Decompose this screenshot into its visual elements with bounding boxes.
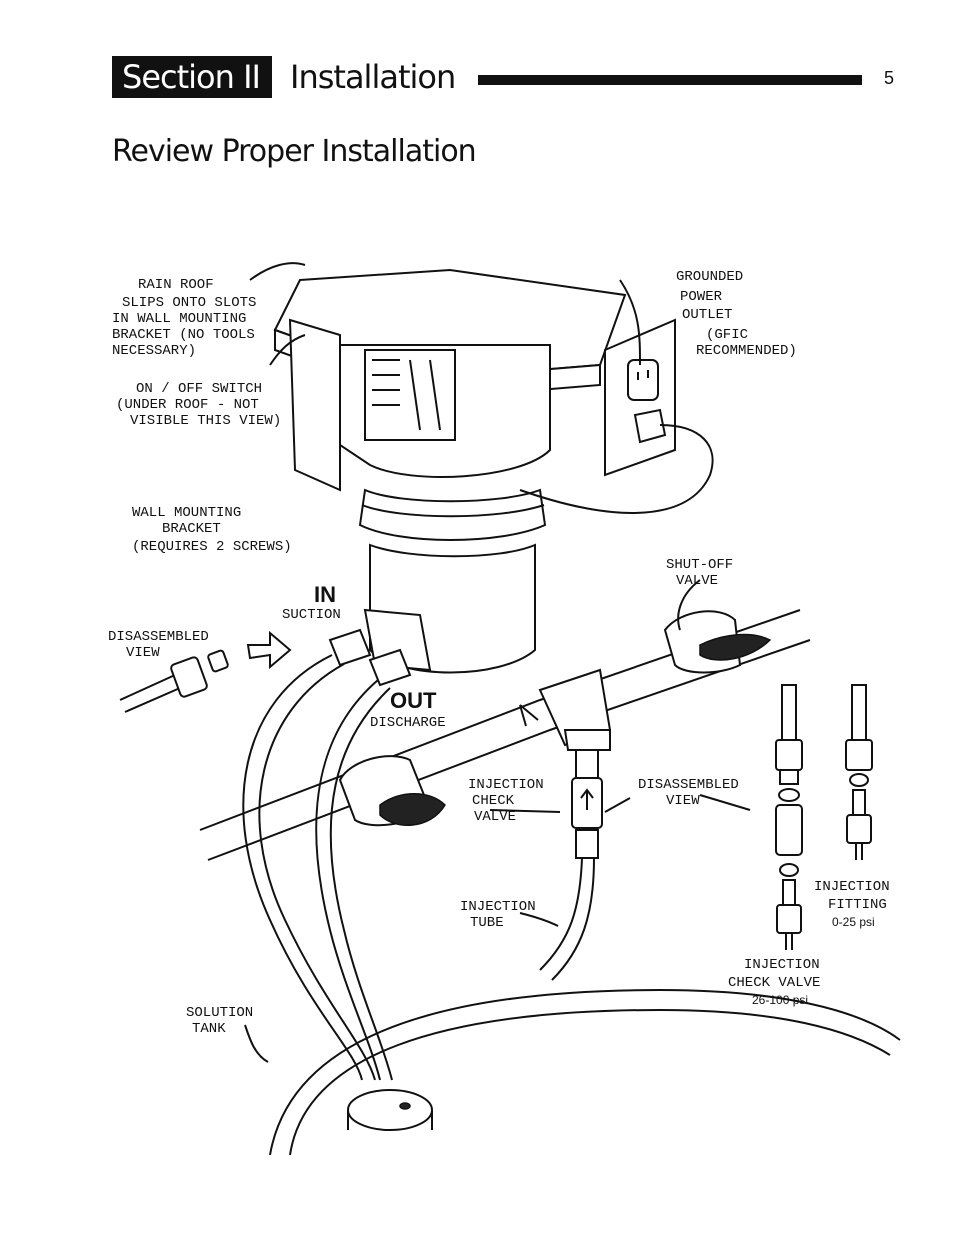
solution-tank [269, 988, 901, 1156]
label-injtube-2: TUBE [470, 915, 504, 931]
label-outlet-5: RECOMMENDED) [696, 343, 797, 359]
label-outlet-1: GROUNDED [676, 269, 743, 285]
callout-labels: RAIN ROOF SLIPS ONTO SLOTS IN WALL MOUNT… [108, 269, 890, 1037]
label-injtube-1: INJECTION [460, 899, 536, 915]
page-number: 5 [884, 68, 895, 88]
label-injcv-2: CHECK VALVE [728, 975, 820, 991]
tubes [242, 628, 412, 1081]
disassembled-view-right [775, 684, 873, 950]
label-shutoff-2: VALVE [676, 573, 718, 589]
label-bracket-2: BRACKET [162, 521, 221, 537]
label-injcheck-1: INJECTION [468, 777, 544, 793]
label-injfitting-psi: 0-25 psi [832, 915, 875, 929]
label-bracket-3: (REQUIRES 2 SCREWS) [132, 539, 292, 555]
section-title: Installation [290, 58, 456, 96]
label-suction: SUCTION [282, 607, 341, 623]
label-injcv-psi: 26-100 psi [752, 993, 808, 1007]
water-pipe [199, 609, 811, 861]
label-disassembled-1: DISASSEMBLED [108, 629, 209, 645]
label-rain-roof-1: SLIPS ONTO SLOTS [122, 295, 256, 311]
disassembled-fitting-left [119, 630, 292, 713]
label-outlet-3: OUTLET [682, 307, 732, 323]
label-rain-roof-title: RAIN ROOF [138, 277, 214, 293]
label-bracket-1: WALL MOUNTING [132, 505, 241, 521]
label-rain-roof-2: IN WALL MOUNTING [112, 311, 246, 327]
label-onoff-1: ON / OFF SWITCH [136, 381, 262, 397]
label-in: IN [314, 582, 336, 607]
header-rule [478, 75, 862, 85]
label-rain-roof-3: BRACKET (NO TOOLS [112, 327, 255, 343]
label-rain-roof-4: NECESSARY) [112, 343, 196, 359]
label-onoff-3: VISIBLE THIS VIEW) [130, 413, 281, 429]
installation-diagram: RAIN ROOF SLIPS ONTO SLOTS IN WALL MOUNT… [108, 262, 901, 1156]
section-header: Section II Installation 5 [112, 56, 902, 100]
label-shutoff-1: SHUT-OFF [666, 557, 733, 573]
label-outlet-4: (GFIC [706, 327, 748, 343]
label-tank-1: SOLUTION [186, 1005, 253, 1021]
injection-check-valve [539, 749, 603, 981]
label-onoff-2: (UNDER ROOF - NOT [116, 397, 259, 413]
label-discharge: DISCHARGE [370, 715, 446, 731]
label-injfitting-2: FITTING [828, 897, 887, 913]
label-out: OUT [390, 688, 437, 713]
page-title: Review Proper Installation [112, 134, 477, 169]
label-injcheck-3: VALVE [474, 809, 516, 825]
label-injcheck-2: CHECK [472, 793, 515, 809]
label-disassembled2-1: DISASSEMBLED [638, 777, 739, 793]
leader-lines [244, 262, 751, 1063]
label-disassembled2-2: VIEW [666, 793, 700, 809]
section-label: Section II [112, 56, 272, 98]
power-outlet [519, 318, 714, 514]
label-disassembled-2: VIEW [126, 645, 160, 661]
label-injcv-1: INJECTION [744, 957, 820, 973]
pump-unit [273, 268, 627, 674]
label-tank-2: TANK [192, 1021, 226, 1037]
label-outlet-2: POWER [680, 289, 723, 305]
label-injfitting-1: INJECTION [814, 879, 890, 895]
